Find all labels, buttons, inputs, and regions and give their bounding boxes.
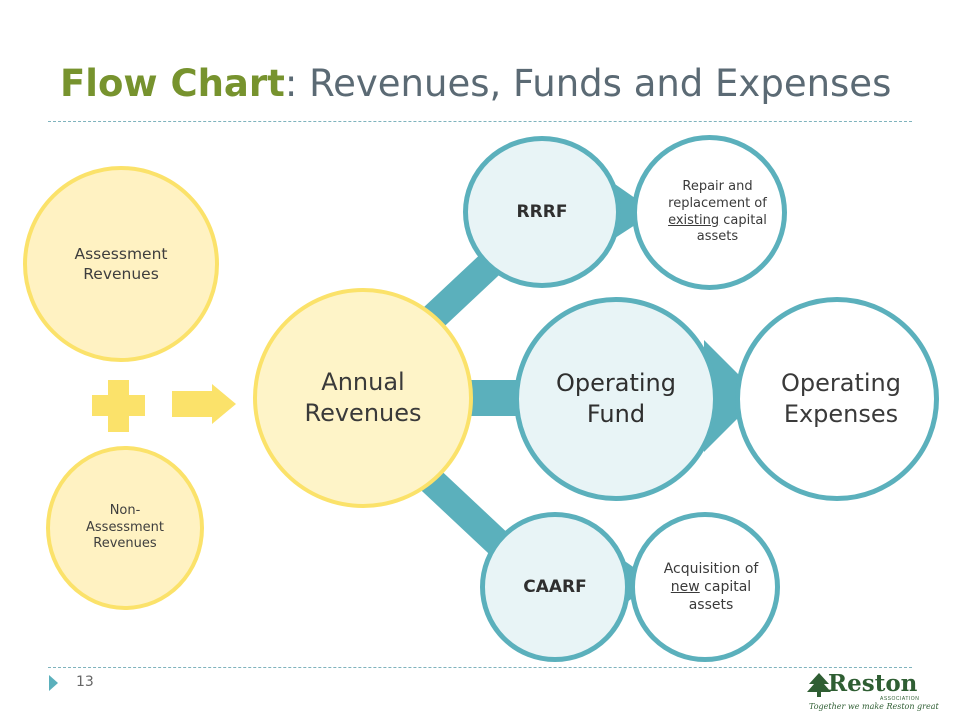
title-rest: : Revenues, Funds and Expenses (284, 62, 892, 105)
annual-revenues-node: Annual Revenues (253, 288, 473, 508)
logo-tagline: Together we make Reston great (809, 702, 939, 711)
rrrf-node: RRRF (463, 136, 621, 288)
arrow-right-icon (172, 384, 236, 424)
title-accent: Flow Chart (60, 62, 285, 105)
reston-logo: Reston ASSOCIATION Together we make Rest… (806, 670, 939, 712)
logo-association: ASSOCIATION (880, 696, 920, 702)
assessment-revenues-node: Assessment Revenues (23, 166, 219, 362)
logo-wordmark: Reston (828, 670, 918, 697)
operating-expenses-node: Operating Expenses (735, 297, 939, 501)
slide-marker-icon (49, 675, 58, 691)
caarf-node: CAARF (480, 512, 630, 662)
operating-fund-node: Operating Fund (514, 297, 718, 501)
plus-icon-horizontal (92, 395, 145, 416)
rrrf-description: Repair and replacement of existing capit… (668, 178, 767, 245)
footer-divider (48, 667, 912, 668)
tree-icon (807, 673, 831, 697)
slide-title: Flow Chart: Revenues, Funds and Expenses (60, 62, 891, 105)
rrrf-description-node: Repair and replacement of existing capit… (632, 135, 787, 290)
non-assessment-revenues-node: Non-Assessment Revenues (46, 446, 204, 610)
chevron-operating (704, 340, 760, 452)
caarf-description: Acquisition of new capital assets (663, 560, 759, 614)
slide-number: 13 (76, 674, 94, 690)
title-divider (48, 121, 912, 122)
caarf-description-node: Acquisition of new capital assets (630, 512, 780, 662)
